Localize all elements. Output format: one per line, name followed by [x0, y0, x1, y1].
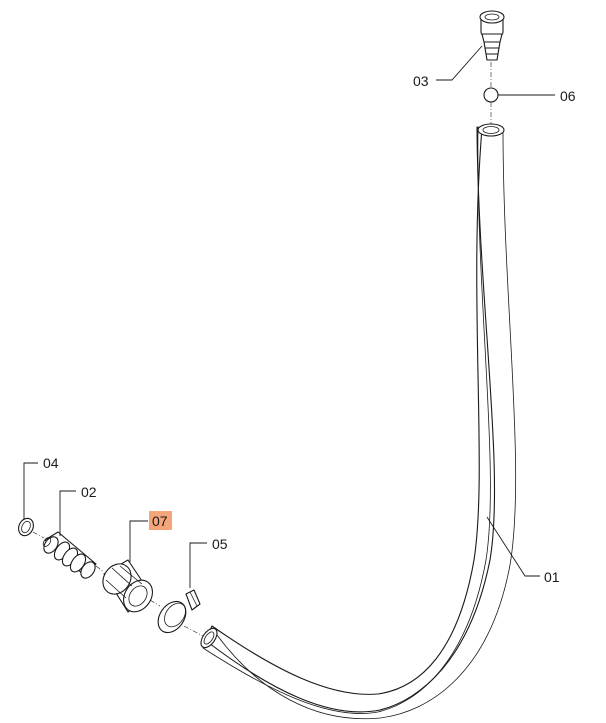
assembly-axis-left [32, 531, 204, 637]
callout-05[interactable]: 05 [212, 536, 228, 552]
callout-03[interactable]: 03 [413, 73, 429, 89]
part-04-o-ring[interactable] [16, 516, 36, 538]
part-02-barbed-fitting[interactable] [41, 531, 98, 581]
callout-07[interactable]: 07 [152, 513, 168, 529]
part-07-coupling-nut[interactable] [97, 558, 158, 617]
part-01-hose[interactable] [198, 123, 517, 720]
callout-01[interactable]: 01 [544, 569, 560, 585]
callout-labels: 03 06 04 02 07 05 01 [43, 73, 576, 585]
callout-06[interactable]: 06 [560, 88, 576, 104]
callout-07-highlight [149, 511, 172, 530]
callout-04[interactable]: 04 [43, 455, 59, 471]
part-03-connector[interactable] [479, 10, 505, 61]
callout-02[interactable]: 02 [81, 484, 97, 500]
part-05-hose-clamp[interactable] [152, 589, 201, 638]
leader-lines [23, 45, 555, 588]
part-06-ball[interactable] [483, 87, 499, 103]
